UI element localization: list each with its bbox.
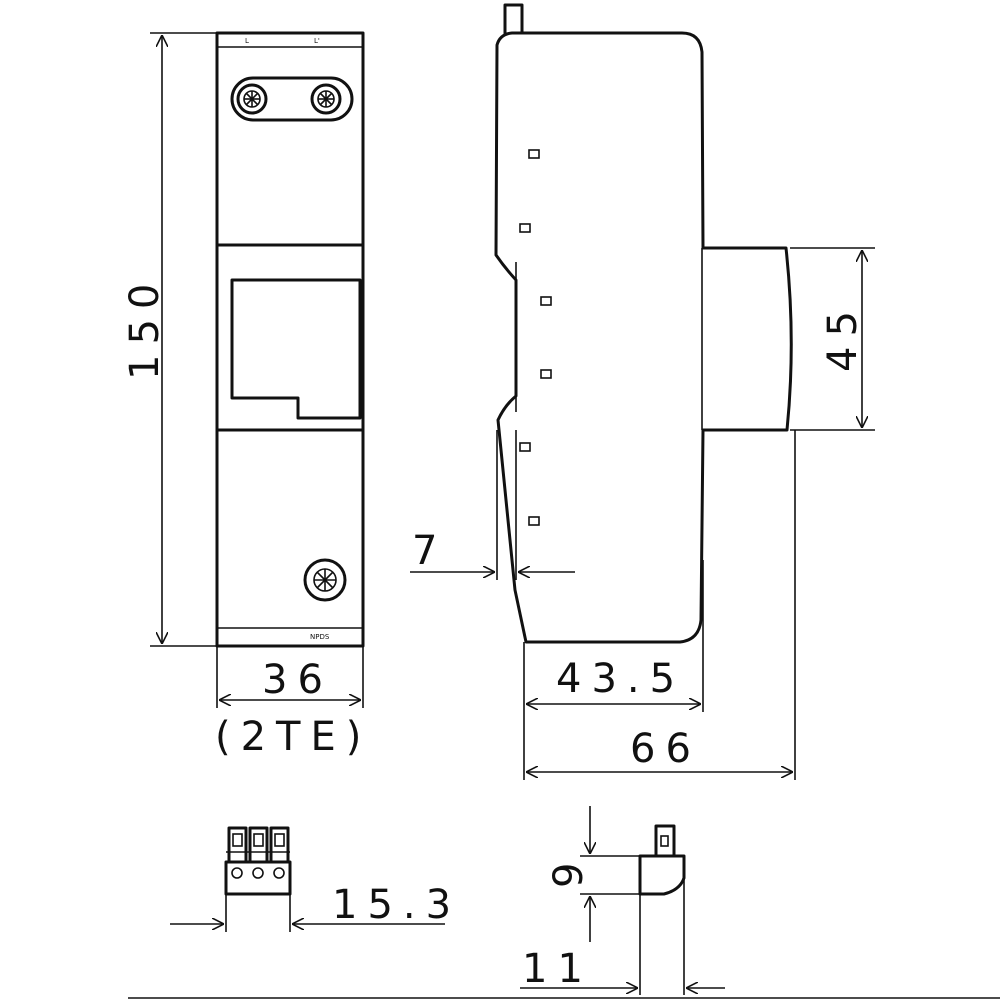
dimension-plug-9: 9 [546,806,640,942]
front-view: L L' NPDS [215,31,365,648]
plug-screw-icon [231,867,243,879]
dim-label-15-3: 15.3 [332,882,461,928]
vent-icon [519,223,531,233]
dimension-width-36: 36 (2TE) [215,646,371,760]
indicator-window [230,278,362,420]
dim-label-7: 7 [412,528,447,574]
vent-icon [540,296,552,306]
dim-label-66: 66 [630,726,701,772]
top-terminal-block [230,76,354,122]
dim-label-11: 11 [522,946,593,992]
plug-screw-icon [252,867,264,879]
dim-label-9: 9 [546,853,592,888]
dim-label-150: 150 [122,274,168,380]
dim-label-36: 36 [262,657,333,703]
model-label: NPDS [310,633,330,641]
dimension-height-150: 150 [122,32,217,647]
dimension-height-45: 45 [790,247,875,431]
plug-pin [269,826,290,864]
side-view [494,3,793,644]
plug-screw-icon [273,867,285,879]
vent-icon [540,369,552,379]
rail-clip [503,3,524,37]
vent-icon [519,442,531,452]
terminal-label-right: L' [314,37,320,45]
screw-icon [310,83,342,115]
plug-side-body [638,854,686,896]
dimension-rail-7: 7 [410,430,575,580]
plug-side-view [638,824,686,896]
terminal-label-left: L [245,37,249,45]
plug-front-view [224,826,292,896]
plug-side-pin [654,824,676,858]
plug-pin [248,826,269,864]
dim-label-2te: (2TE) [215,714,371,760]
dimension-plug-11: 11 [520,878,725,995]
front-body-outline [215,31,365,648]
dim-label-45: 45 [820,301,866,372]
dimension-depth-66: 66 [527,430,796,780]
dimension-plug-15-3: 15.3 [170,882,461,932]
vent-icon [528,149,540,159]
screw-icon [236,83,268,115]
screw-icon [303,558,347,602]
vent-icon [528,516,540,526]
dimension-depth-43-5: 43.5 [523,560,704,780]
side-body-outline [494,31,793,644]
plug-pin [227,826,248,864]
dim-label-43-5: 43.5 [556,656,685,702]
